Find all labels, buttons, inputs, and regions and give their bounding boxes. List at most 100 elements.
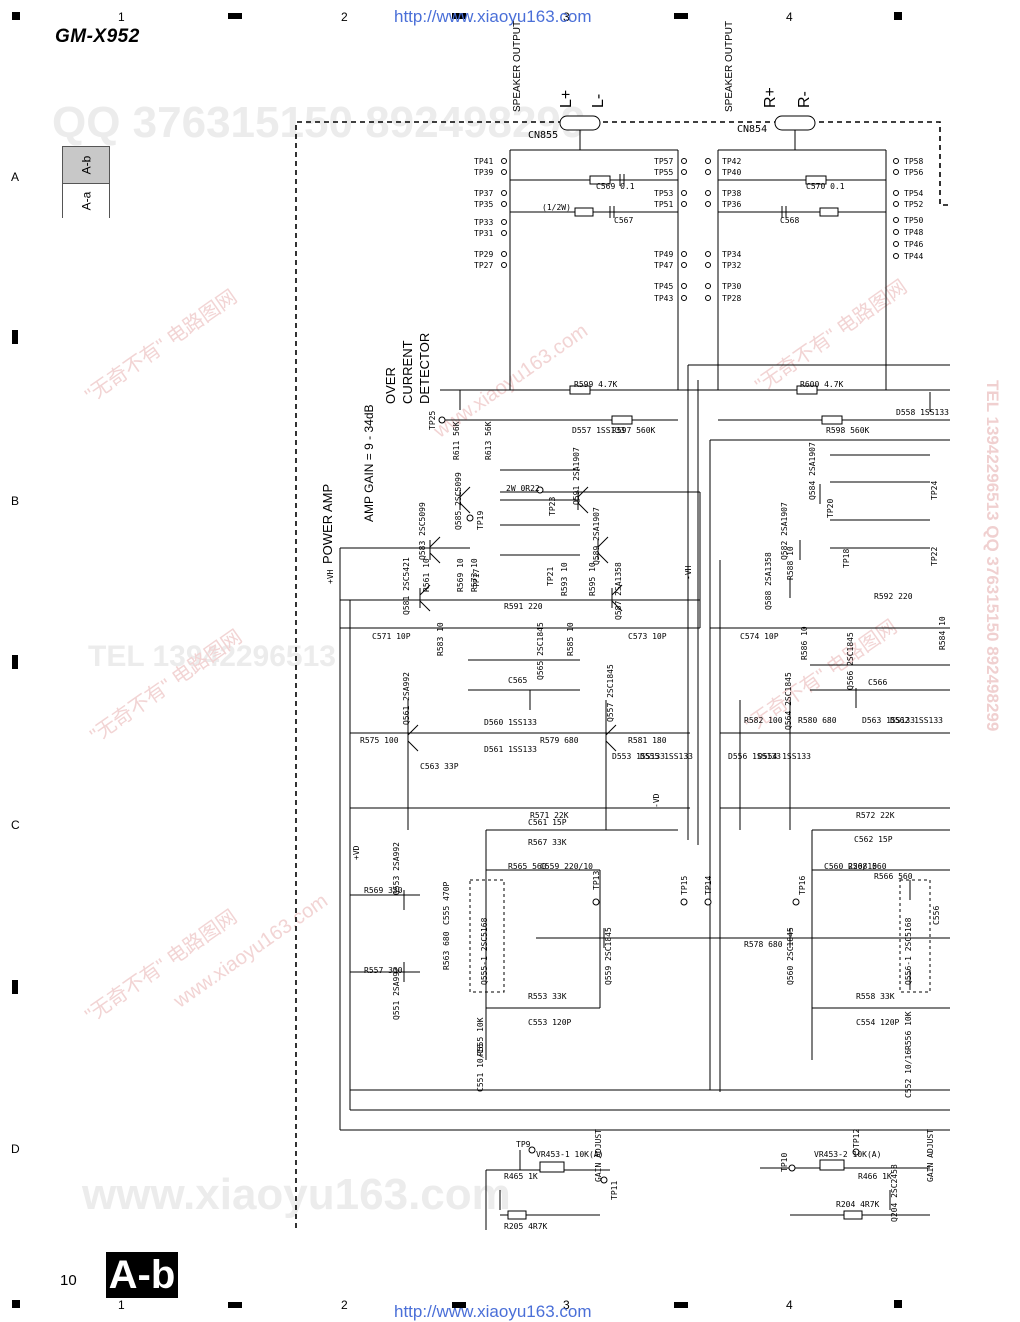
plus-vh-label: +VH [326,569,335,584]
speaker-output-right-label: SPEAKER OUTPUT [724,20,735,112]
tp58: TP58 [904,157,924,166]
tp56: TP56 [904,168,924,177]
d558-label: D558 1SS133 [896,408,949,417]
tp29: TP29 [474,250,494,259]
d553-label: D553 1SS133 [612,752,665,761]
grid-row-d: D [11,1142,20,1156]
tp24-label: TP24 [930,480,939,500]
gain-adjust-right: GAIN ADJUST [926,1129,935,1182]
c568-label: C568 [780,216,800,225]
r595-label: R595 10 [588,562,597,596]
grid-tick-bot-1 [228,1302,242,1308]
half-watt-label: (1/2W) [542,203,571,212]
tp36: TP36 [722,200,742,209]
r572-label: R572 22K [856,811,895,820]
r582-label: R582 100 [744,716,783,725]
r571-label: R571 22K [530,811,569,820]
vr453-2-label: VR453-2 10K(A) [814,1150,882,1159]
grid-row-c: C [11,818,20,832]
tab-a-b[interactable]: A-b [63,147,109,183]
r563-label: R563 680 [442,931,451,970]
q557-label: Q557 2SC1845 [606,664,615,722]
tp53: TP53 [654,189,674,198]
tp14-label: TP14 [704,875,713,895]
c570-label: C570 0.1 [806,182,845,191]
c554-label: C554 120P [856,1018,900,1027]
tp16-label: TP16 [798,875,807,895]
r557-label: R557 330 [364,966,403,975]
d562-label: D562 1SS133 [890,716,943,725]
r611-label: R611 56K [452,421,461,460]
q583-label: Q583 2SC5099 [418,502,427,560]
grid-tick-bot-3 [674,1302,688,1308]
site-url-bottom[interactable]: http://www.xiaoyu163.com [394,1302,592,1321]
c566-label: C566 [868,678,888,687]
grid-col-4-bottom: 4 [786,1298,793,1312]
r556-label: R556 10K [904,1011,913,1050]
corner-mark-br [894,1300,902,1308]
c560-label: C560 220/10 [824,862,877,871]
r581-label: R581 180 [628,736,667,745]
tp31: TP31 [474,229,494,238]
r569-label: R569 10 [456,558,465,592]
q585-label: Q585 2SC5099 [454,472,463,530]
q589-label: Q589 2SA1907 [592,507,601,565]
tp17-label: TP17 [472,568,481,588]
tp21-label: TP21 [546,566,555,586]
q555-label: Q555-1 2SC5168 [480,917,489,985]
q556-label: Q556-1 2SC5168 [904,917,913,985]
q588-label: Q588 2SA1358 [764,552,773,610]
r579-label: R579 680 [540,736,579,745]
tp11-label: TP11 [610,1180,619,1200]
tp49: TP49 [654,250,674,259]
site-url-top[interactable]: http://www.xiaoyu163.com [394,7,592,26]
r598-label: R598 560K [826,426,870,435]
c563-label: C563 33P [420,762,459,771]
c552-label: C552 10/16 [904,1049,913,1098]
tab-a-a[interactable]: A-a [63,183,109,218]
minus-vh-label: -VH [684,565,693,580]
c569-label: C569 0.1 [596,182,635,191]
c559-label: C559 220/10 [540,862,593,871]
grid-tick-top-3 [674,13,688,19]
tp33: TP33 [474,218,494,227]
corner-mark-tr [894,12,902,20]
r600-label: R600 4.7K [800,380,844,389]
tp41: TP41 [474,157,494,166]
q561-label: Q561 2SA992 [402,672,411,725]
r591-label: R591 220 [504,602,543,611]
r569b-label: R569 330 [364,886,403,895]
plus-vd-label: +VD [352,845,361,860]
c565-label: C565 [508,676,528,685]
q566-label: Q566 2SC1845 [846,632,855,690]
q581-label: Q581 2SC5421 [402,557,411,615]
c556-label: C556 [932,905,941,925]
tp12-label: TP12 [852,1128,861,1148]
tp22-label: TP22 [930,546,939,566]
q559-label: Q559 2SC1845 [604,927,613,985]
over-current-detector-label: OVER CURRENT DETECTOR [383,332,432,404]
tp38: TP38 [722,189,742,198]
d557-label: D557 1SS133 [572,426,625,435]
tp42: TP42 [722,157,742,166]
c561-label: C561 15P [528,818,567,827]
r566-label: R566 560 [874,872,913,881]
d561-label: D561 1SS133 [484,745,537,754]
grid-row-a: A [11,170,20,184]
speaker-l-plus: L+ [558,89,575,108]
minus-vd-label: -VD [652,793,661,808]
tp43: TP43 [654,294,674,303]
grid-tick-left-1 [12,330,18,344]
r568-label: R568 560 [848,862,887,871]
q587-label: Q587 2SA1358 [614,562,623,620]
r204-label: R204 4R7K [836,1200,880,1209]
power-amp-label: POWER AMP [320,483,335,564]
amp-gain-label: AMP GAIN = 9 - 34dB [362,404,376,523]
page-badge: A-b [106,1252,178,1298]
r583-label: R583 10 [436,622,445,656]
tp50: TP50 [904,216,924,225]
watermark-tel: TEL 13942296513 [88,640,336,673]
r584-label: R584 10 [938,616,947,650]
corner-mark-tl [12,12,20,20]
grid-tick-bot-2 [452,1302,466,1308]
